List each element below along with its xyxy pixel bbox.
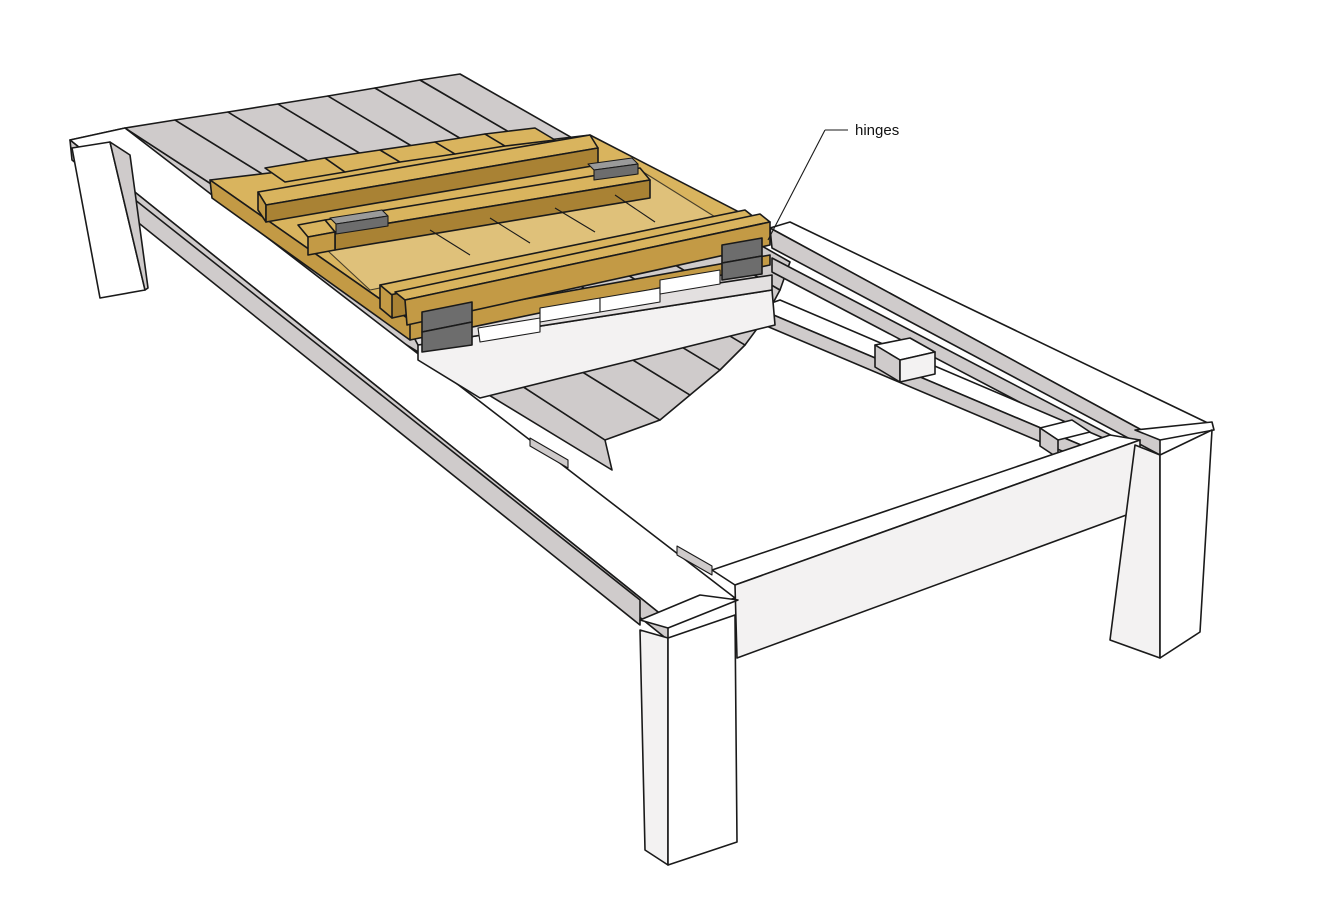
tray-board-line <box>554 207 596 233</box>
tray-slat-end <box>484 127 556 147</box>
hinge-icon <box>329 209 389 235</box>
right-side-rail <box>769 221 1213 456</box>
tray-foot <box>599 287 661 313</box>
hinge-icon <box>587 157 639 181</box>
front-cross-rail <box>711 434 1141 659</box>
leg-front-right <box>1109 421 1215 659</box>
leg-top <box>639 594 739 629</box>
leg-back-left <box>71 141 149 299</box>
cleat-tab <box>676 545 713 576</box>
tray-board-line <box>429 229 471 256</box>
cleat-tab <box>529 437 569 469</box>
leg-front-left <box>639 594 739 866</box>
tray-beam-face <box>404 221 771 326</box>
hinges-callout: hinges <box>767 122 899 241</box>
hinges-label: hinges <box>855 122 899 139</box>
spacer-block-side <box>899 351 936 383</box>
tray-board-line <box>614 194 656 223</box>
tray-foot <box>477 317 541 343</box>
tray-beam-end <box>379 284 393 319</box>
leg-side <box>109 141 149 291</box>
leg-top <box>1134 421 1215 441</box>
leg-face <box>1159 429 1213 659</box>
inner-cleat <box>756 299 1109 463</box>
tray-side-face <box>209 179 411 341</box>
hinge-icon <box>721 237 763 281</box>
leg-side <box>639 629 669 866</box>
leg-face <box>667 614 738 866</box>
tray-board-line <box>489 217 531 244</box>
hinges <box>329 157 763 353</box>
left-side-rail <box>69 127 736 641</box>
hinge-icon <box>421 301 473 353</box>
wood-tray <box>209 127 771 343</box>
tray-beam-end-face <box>307 231 336 256</box>
tray-foot <box>659 269 721 295</box>
leader-line <box>767 129 826 241</box>
